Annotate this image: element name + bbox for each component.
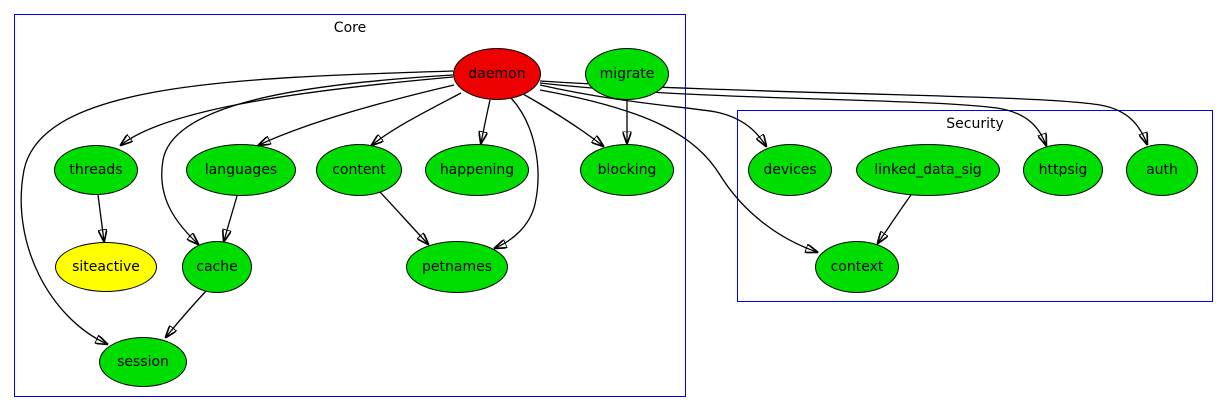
node-blocking: blocking [580,144,674,196]
node-linked_data_sig: linked_data_sig [856,144,1000,196]
node-languages: languages [186,144,296,196]
edge-daemon-cache [161,74,454,244]
node-cache: cache [182,241,252,293]
edge-daemon-session [20,70,454,344]
node-petnames: petnames [406,241,508,293]
edge-threads-siteactive [97,194,104,241]
node-siteactive: siteactive [55,242,157,292]
node-migrate: migrate [585,48,669,100]
node-daemon: daemon [453,48,541,100]
edge-daemon-petnames [495,97,539,248]
cluster-core: Core [14,14,686,397]
edge-content-petnames [379,191,428,244]
edge-languages-cache [224,195,238,241]
node-session: session [99,337,187,387]
edge-daemon-devices [539,84,766,146]
edge-daemon-auth [539,80,1147,144]
node-threads: threads [54,145,138,195]
node-content: content [316,144,402,196]
edge-daemon-languages [259,84,455,145]
node-context: context [815,241,899,293]
edge-linked_data_sig-context [878,194,912,243]
edge-daemon-threads [121,76,454,145]
cluster-security: Security [737,110,1213,302]
cluster-security-label: Security [946,116,1004,132]
cluster-core-label: Core [333,20,367,36]
node-happening: happening [425,144,529,196]
edge-daemon-content [372,92,462,145]
edge-daemon-blocking [522,93,603,146]
edge-cache-session [166,290,207,337]
edge-daemon-happening [481,99,491,143]
node-devices: devices [748,144,832,196]
node-auth: auth [1126,144,1198,196]
edge-daemon-context [539,89,817,252]
node-httpsig: httpsig [1023,144,1103,196]
